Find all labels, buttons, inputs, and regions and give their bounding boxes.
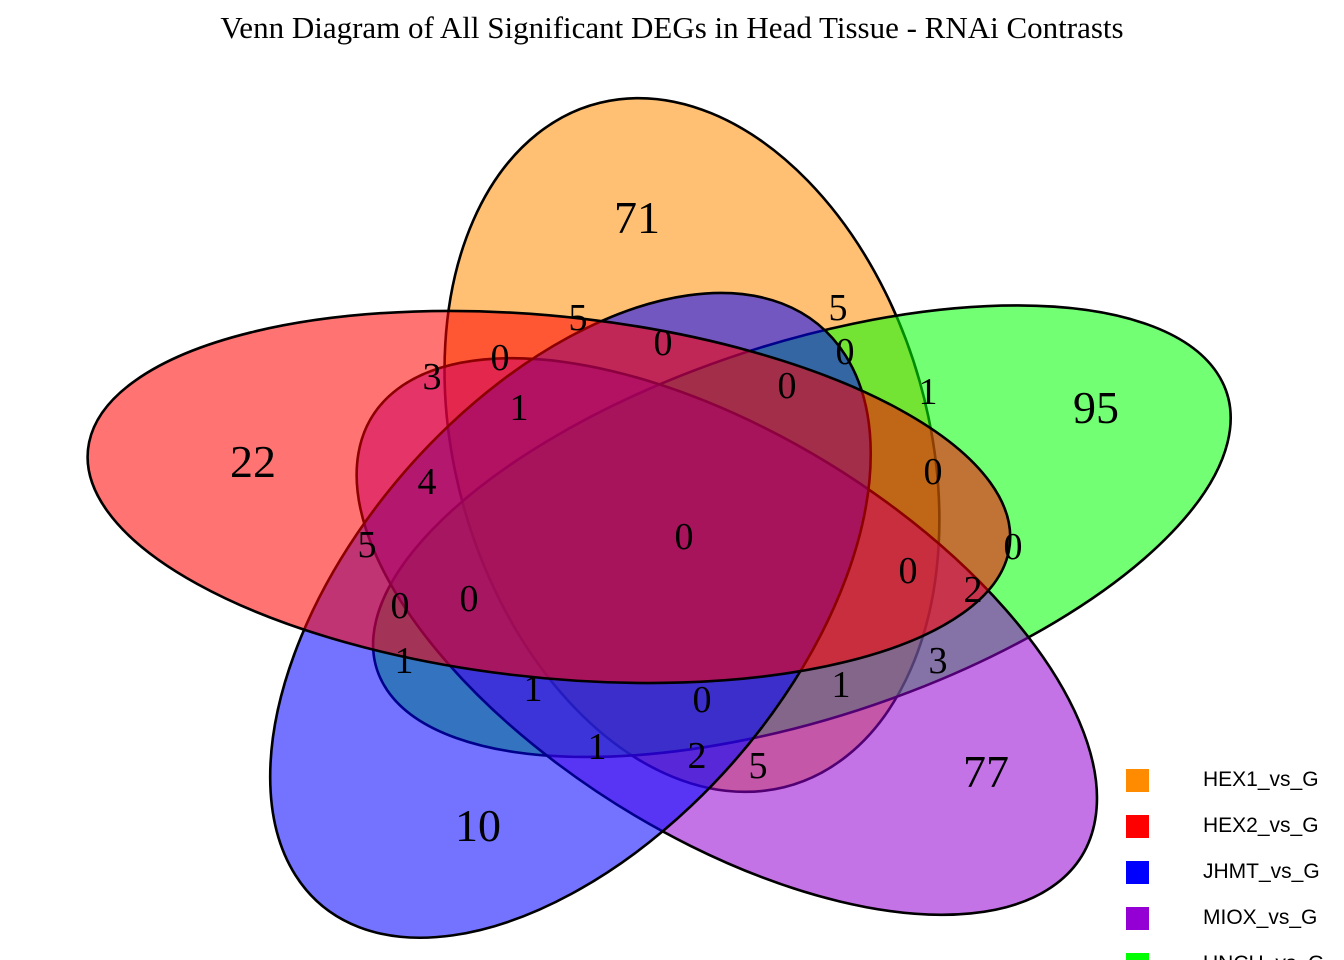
region-count-jhmt-only: 10 — [455, 800, 501, 851]
legend: HEX1_vs_G HEX2_vs_G JHMT_vs_G MIOX_vs_G … — [1126, 757, 1344, 960]
region-count: 5 — [357, 524, 377, 566]
region-count: 5 — [568, 297, 588, 339]
region-count: 0 — [390, 585, 410, 627]
legend-item-hex2: HEX2_vs_G — [1126, 803, 1344, 849]
region-count-unch-only: 95 — [1073, 382, 1119, 433]
legend-swatch-miox-icon — [1126, 906, 1149, 930]
legend-label-unch: UNCH_vs_G — [1203, 952, 1324, 960]
legend-swatch-hex2-icon — [1126, 814, 1149, 838]
legend-label-miox: MIOX_vs_G — [1203, 906, 1318, 929]
region-count: 5 — [828, 287, 848, 329]
legend-item-hex1: HEX1_vs_G — [1126, 757, 1344, 803]
region-count: 3 — [422, 356, 442, 398]
region-count: 1 — [523, 668, 543, 710]
region-count-miox-only: 77 — [963, 746, 1009, 797]
legend-item-miox: MIOX_vs_G — [1126, 895, 1344, 941]
region-count: 1 — [394, 640, 414, 682]
region-count-center: 0 — [674, 516, 694, 558]
legend-item-jhmt: JHMT_vs_G — [1126, 849, 1344, 895]
region-count: 1 — [918, 371, 938, 413]
region-count: 1 — [509, 387, 529, 429]
region-count: 1 — [831, 664, 851, 706]
region-count-hex2-only: 22 — [230, 436, 276, 487]
region-count: 0 — [777, 365, 797, 407]
legend-swatch-unch-icon — [1126, 952, 1149, 960]
region-count: 0 — [835, 331, 855, 373]
venn-ellipse-hex2 — [52, 264, 1046, 729]
region-count-hex1-only: 71 — [614, 192, 660, 243]
figure-title: Venn Diagram of All Significant DEGs in … — [220, 10, 1124, 45]
region-count: 2 — [963, 569, 983, 611]
region-count: 0 — [692, 679, 712, 721]
region-count: 0 — [1003, 526, 1023, 568]
region-count: 3 — [928, 640, 948, 682]
legend-swatch-jhmt-icon — [1126, 860, 1149, 884]
region-count: 0 — [459, 578, 479, 620]
region-count: 0 — [653, 322, 673, 364]
legend-label-hex2: HEX2_vs_G — [1203, 814, 1319, 837]
region-count: 5 — [748, 745, 768, 787]
legend-label-jhmt: JHMT_vs_G — [1203, 860, 1320, 883]
region-count: 1 — [587, 726, 607, 768]
legend-swatch-hex1-icon — [1126, 768, 1149, 792]
region-count: 0 — [923, 451, 943, 493]
legend-item-unch: UNCH_vs_G — [1126, 941, 1344, 960]
region-count: 0 — [490, 337, 510, 379]
region-count: 2 — [687, 735, 707, 777]
legend-label-hex1: HEX1_vs_G — [1203, 768, 1319, 791]
region-count: 0 — [898, 550, 918, 592]
region-count: 4 — [417, 461, 437, 503]
